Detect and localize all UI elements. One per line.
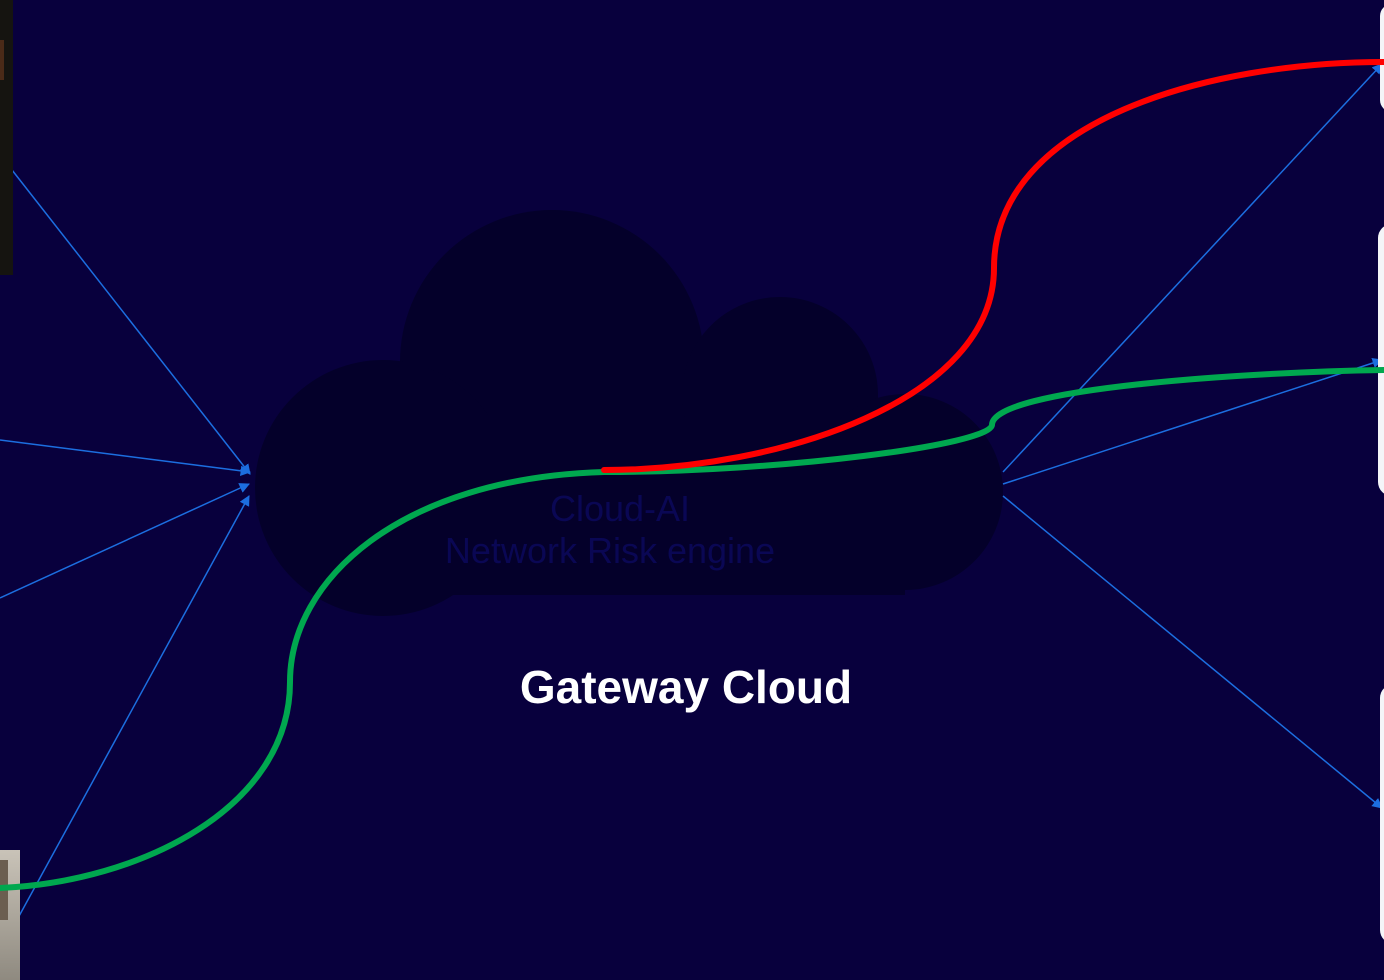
device-card-top-right — [1380, 7, 1384, 109]
gateway-cloud-shape — [255, 210, 1003, 616]
device-image-bottom-left — [0, 850, 20, 980]
inbound-connectors — [0, 169, 252, 919]
connector-line — [0, 483, 250, 599]
connector-line — [1002, 357, 1383, 485]
device-card-middle-right — [1378, 226, 1384, 494]
connector-line — [0, 439, 252, 477]
gateway-cloud-caption: Gateway Cloud — [519, 661, 853, 713]
connector-line — [1002, 63, 1383, 473]
device-image-top-left — [0, 0, 13, 275]
cloud-label-title: Cloud-AI — [549, 488, 691, 529]
cloud-label-subtitle: Network Risk engine — [444, 530, 776, 571]
device-card-bottom-right — [1380, 688, 1384, 940]
connector-line — [17, 495, 250, 919]
connector-line — [11, 169, 251, 475]
outbound-connectors — [1002, 63, 1383, 809]
red-risk-path — [601, 59, 1384, 473]
connector-line — [1002, 495, 1383, 809]
